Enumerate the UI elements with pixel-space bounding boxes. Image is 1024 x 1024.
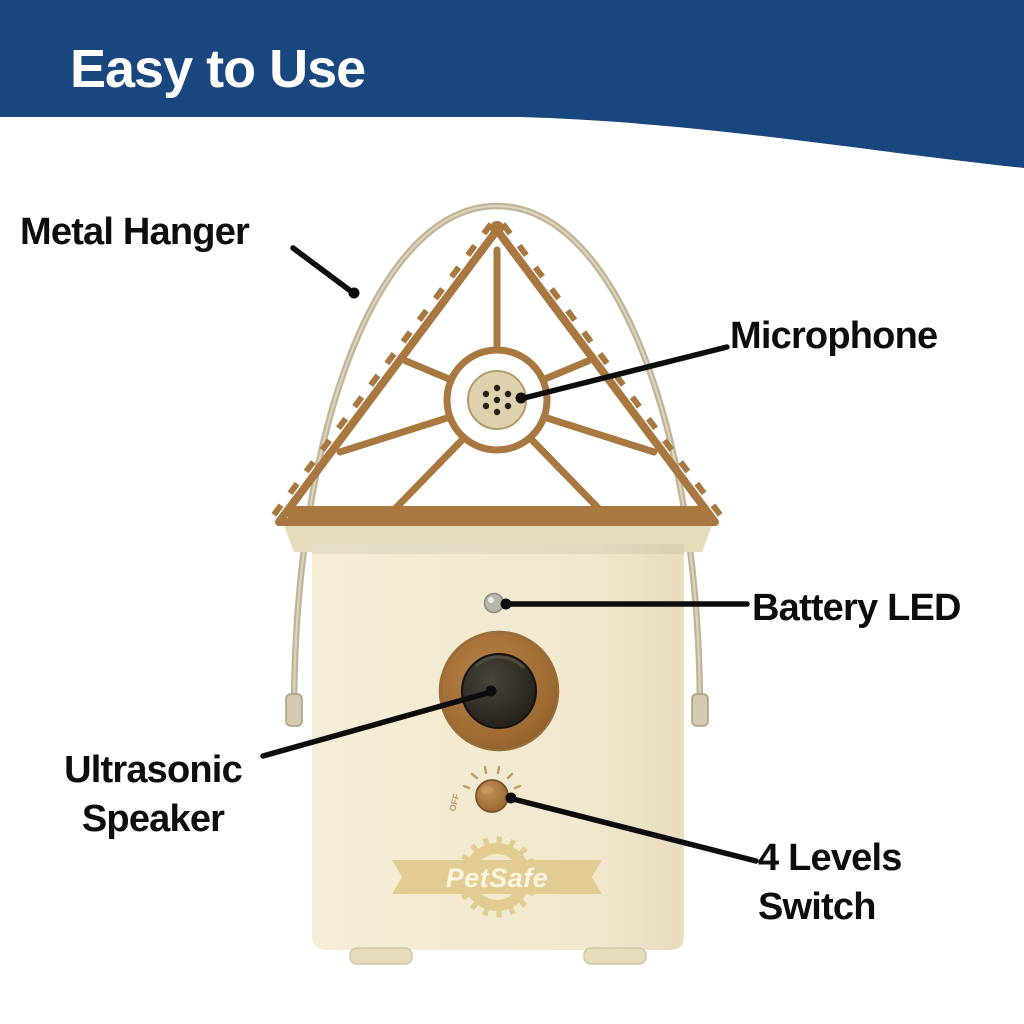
hanger-ferrule-right [691,693,709,727]
callout-dot-ultrasonic-speaker [485,685,497,697]
foot-left [349,947,413,965]
label-microphone: Microphone [730,315,938,357]
callout-line-levels-switch [510,796,759,864]
switch-tick-marks [462,765,522,790]
callout-line-microphone [521,344,730,401]
roof-rays [336,246,658,516]
roof-finial [490,221,504,235]
logo-ribbon [392,860,602,894]
microphone-holes [482,384,512,416]
callout-dot-microphone [515,392,527,404]
callout-dot-metal-hanger [348,287,360,299]
switch-off-label: OFF [447,792,461,812]
callout-lines [260,245,759,864]
foot-right [583,947,647,965]
ultrasonic-speaker [438,630,560,752]
hanger-ferrule-left [285,693,303,727]
callout-dot-levels-switch [505,792,517,804]
eave-shadow [312,544,684,554]
roof-shingles-right [500,222,724,518]
label-battery-led: Battery LED [752,587,962,629]
brand-logo: PetSafe [392,836,602,918]
microphone [443,346,551,454]
label-levels-switch: 4 Levels Switch [758,837,902,928]
callout-line-metal-hanger [290,245,355,295]
label-metal-hanger: Metal Hanger [20,211,250,253]
roof-shingles-left [270,222,494,518]
header-curve-shape [0,0,1024,168]
levels-switch-knob: OFF [447,765,522,813]
brand-wordmark: PetSafe [446,863,549,893]
label-ultrasonic-speaker: Ultrasonic Speaker [64,749,243,840]
header-band [0,0,1024,168]
page-title: Easy to Use [70,39,366,99]
roof-fascia-band [288,506,708,526]
callout-line-ultrasonic-speaker [260,689,494,759]
callout-dot-battery-led [500,598,512,610]
